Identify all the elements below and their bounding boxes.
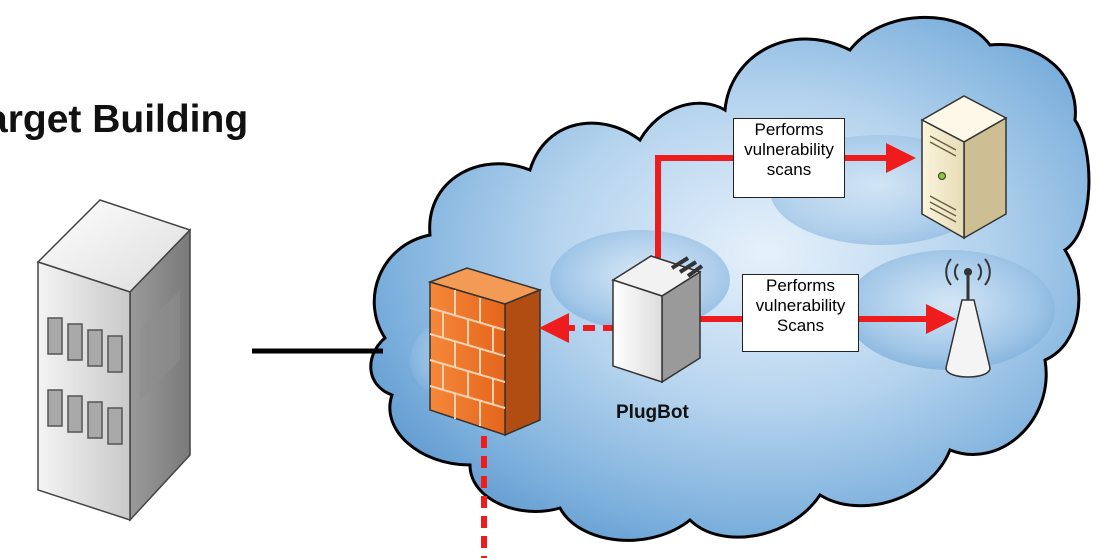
office-building-icon: [36, 199, 192, 522]
plugbot-label: PlugBot: [616, 402, 689, 423]
scan-access-point-label: Performs vulnerability Scans: [742, 274, 859, 352]
label-line: vulnerability: [755, 296, 846, 315]
tower-server-icon: [920, 95, 1008, 240]
scan-server-label: Performs vulnerability scans: [733, 118, 845, 198]
diagram-title: arget Building: [0, 98, 249, 141]
label-line: Performs: [766, 276, 835, 295]
brick-firewall-icon: [427, 267, 543, 437]
plug-device-icon: [611, 255, 704, 384]
label-line: vulnerability: [744, 140, 834, 159]
label-line: Performs: [754, 120, 824, 139]
wireless-access-point-icon: [945, 258, 991, 378]
label-line: scans: [766, 160, 812, 179]
label-line: Scans: [776, 316, 825, 335]
